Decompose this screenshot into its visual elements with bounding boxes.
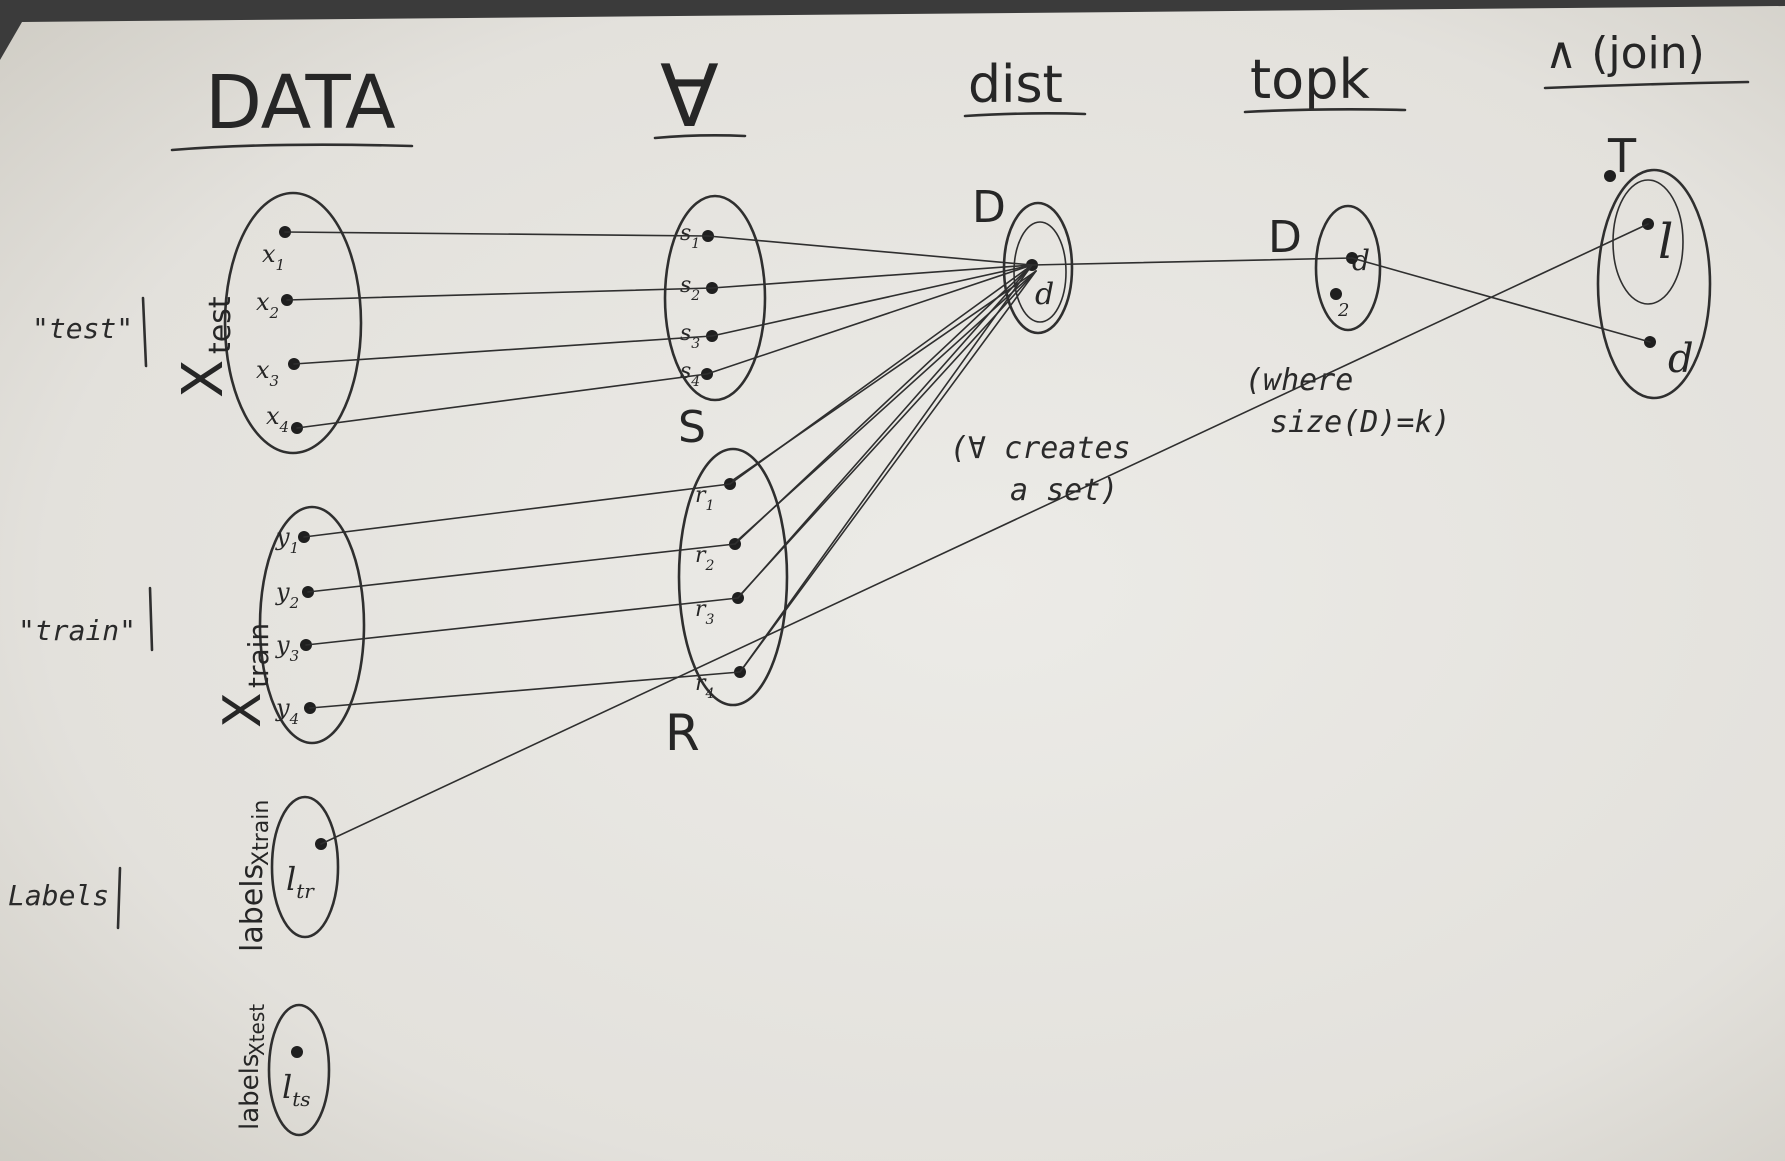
row-label-test: "test" [32,312,133,345]
header-join-underline [1543,80,1750,90]
forall-note-line1: (∀ creates [950,431,1131,466]
x-test-label-main: X [171,360,236,398]
join-set [1596,168,1712,400]
paper-sheet [0,6,1785,1161]
x-train-label: X train [213,623,275,728]
join-name-point [1604,170,1616,182]
join-item-l: l [1658,214,1673,270]
labels-x-test-label: labels Xtest [235,1004,269,1130]
line-xtest-to-s [293,335,713,365]
line-xtest-to-s [284,231,709,237]
header-dist-underline [963,112,1087,118]
topk-set [1314,204,1382,332]
row-label-labels: Labels [8,879,109,912]
labels-x-train-label: labels Xtrain [235,800,274,952]
dist-set-name: D [972,182,1006,233]
row-label-test-bar [141,296,148,368]
line-dist-to-topk [1031,257,1353,266]
line-xtest-to-s [286,287,713,301]
line-r-to-dist [739,264,1033,673]
header-forall-underline [653,134,747,140]
s-set-name: S [678,402,706,453]
line-topk-to-join-d [1351,257,1651,343]
labels-x-train-label-main: labels [235,864,270,952]
labels-test-point [291,1046,303,1058]
topk-set-name: D [1268,212,1302,263]
header-dist: dist [968,55,1063,115]
line-r-to-dist-second [740,270,1037,595]
labels-x-test-label-main: labels [235,1054,265,1130]
line-s-to-dist [707,235,1033,266]
x-test-label-sub: test [203,296,238,354]
line-ytrain-to-r [307,543,736,593]
header-forall: ∀ [660,47,719,147]
line-ytrain-to-r [305,597,739,646]
topk-note-line2: size(D)=k) [1270,405,1451,440]
x-train-label-main: X [213,692,273,728]
dist-set [1002,201,1074,335]
row-label-train-bar [148,586,154,652]
line-ytrain-to-r [303,483,731,538]
line-xtest-to-s [296,373,708,429]
labels-x-train-label-sub: Xtrain [249,800,274,866]
header-topk-underline [1243,108,1407,114]
r-set [677,447,789,707]
labels-x-test-label-sub: Xtest [245,1004,269,1056]
header-data: DATA [205,60,396,146]
x-train-label-sub: train [242,623,275,688]
x-test-set [223,191,363,455]
line-r-to-dist-second [742,270,1037,669]
dist-set-inner [1013,221,1067,323]
header-join: ∧ (join) [1545,28,1705,79]
row-label-train: "train" [18,614,136,647]
line-s-to-dist [706,264,1033,375]
line-labels-to-join-l [320,223,1649,845]
s-set [663,194,767,402]
x-train-set [258,505,366,745]
labels-x-train-set [270,795,340,939]
forall-note-line2: a set) [1010,473,1118,508]
topk-point-2 [1330,288,1342,300]
line-r-to-dist-second [732,270,1037,481]
topk-note-line1: (where [1245,363,1353,398]
join-set-inner [1612,179,1684,305]
line-ytrain-to-r [309,671,741,709]
line-s-to-dist [711,264,1033,337]
row-label-labels-bar [116,866,122,930]
header-topk: topk [1250,48,1370,111]
r-set-name: R [665,704,700,762]
line-s-to-dist [711,264,1033,289]
topk-set-sub: 2 [1337,300,1349,321]
header-data-underline [170,143,414,152]
x-test-label: X test [171,296,238,398]
labels-x-test-set [267,1003,331,1137]
connection-lines [284,223,1651,845]
join-item-d: d [1668,336,1694,382]
dist-set-item: d [1035,277,1054,312]
